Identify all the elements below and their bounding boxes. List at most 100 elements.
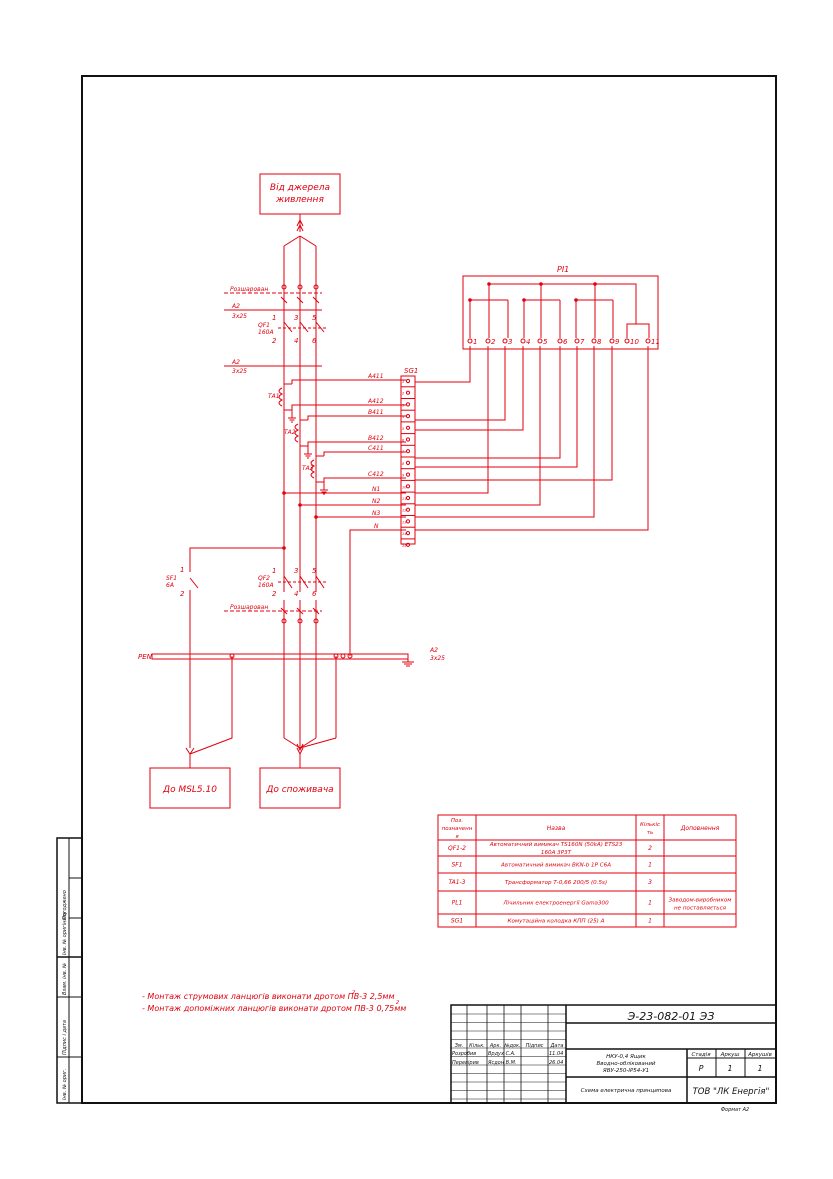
svg-text:А2: А2: [231, 359, 240, 366]
table-cell-name: 160А 3P3T: [541, 850, 572, 856]
svg-text:3х25: 3х25: [232, 313, 247, 320]
stamp-head: №док.: [503, 1043, 520, 1049]
sg-terminal: [405, 542, 411, 547]
svg-text:1: 1: [180, 566, 184, 574]
stamp-head: Дата: [550, 1043, 564, 1049]
table-header-name: Назва: [547, 825, 566, 832]
table-cell-pos: TA1-3: [448, 879, 465, 886]
ct-ta2: ТА2: [284, 415, 406, 447]
svg-text:ЯВУ-250-IP54-У1: ЯВУ-250-IP54-У1: [602, 1068, 649, 1074]
svg-text:3х25: 3х25: [232, 368, 247, 375]
table-cell-name: Автоматичний вимикач BKN-b 1P C6A: [500, 863, 611, 869]
table-cell-qty: 1: [648, 918, 652, 925]
svg-text:SF1: SF1: [166, 575, 177, 582]
svg-text:6: 6: [312, 337, 317, 345]
table-cell-name: Комутаційна колодка КПП (25) А: [508, 919, 605, 925]
side-sign: Підпис і дата: [62, 1020, 68, 1055]
meter-terminal: [537, 338, 543, 344]
side-replace: Взам. інв. №: [62, 963, 68, 995]
spec-table: Поз. позначенн я Назва Кількіс ть Доповн…: [437, 814, 737, 928]
sg-terminal: [405, 531, 411, 536]
table-cell-name: Лічильник електроенергії Gama300: [502, 901, 609, 907]
voltage-taps: [282, 491, 406, 656]
meter-terminal-label: 10: [630, 338, 639, 346]
svg-text:QF2: QF2: [258, 575, 270, 582]
sg-terminal-label: 10: [402, 485, 407, 489]
svg-text:живлення: живлення: [275, 195, 324, 205]
consumer-box: До споживача: [259, 767, 341, 809]
stamp-role: Перевірив: [452, 1060, 479, 1066]
table-cell-pos: SG1: [451, 918, 463, 925]
meter-terminal: [609, 338, 615, 344]
side-stamp: Погоджено Інв. № оригіналу Взам. інв. № …: [56, 837, 83, 1104]
wire-labels: А411 А412 В411 В412 С411 С412 N1 N2 N3 N: [367, 373, 384, 530]
consumer-cable: [189, 737, 337, 768]
cable-marker-2: А2 3х25: [224, 359, 322, 375]
meter-terminal: [624, 338, 630, 344]
stamp-date: 26.04: [549, 1060, 563, 1066]
meter-terminal-label: 4: [526, 338, 530, 346]
svg-text:До MSL5.10: До MSL5.10: [162, 785, 217, 795]
ct-grounds: [288, 410, 328, 495]
svg-text:1: 1: [272, 567, 276, 575]
svg-text:Аркушів: Аркушів: [747, 1052, 772, 1058]
disconnect-bottom: Розшарован: [224, 604, 322, 624]
svg-text:2: 2: [272, 337, 277, 345]
side-orig: Інв. № оригіналу: [62, 910, 68, 955]
table-cell-name: Трансформатор Т-0,66 200/5 (0.5s): [505, 880, 607, 886]
svg-text:2: 2: [180, 590, 185, 598]
table-cell-pos: PL1: [452, 900, 463, 907]
table-cell-qty: 1: [648, 900, 652, 907]
sg-terminal: [405, 414, 411, 419]
meter-terminal-label: 11: [651, 338, 660, 346]
svg-text:ТА2: ТА2: [284, 429, 296, 436]
svg-text:я: я: [455, 834, 459, 840]
meter-terminal-label: 5: [543, 338, 548, 346]
svg-text:ть: ть: [647, 830, 653, 836]
svg-text:А411: А411: [367, 373, 384, 380]
svg-text:С412: С412: [368, 471, 384, 478]
meter-terminal-label: 8: [597, 338, 602, 346]
sg-terminal: [405, 484, 411, 489]
meter-terminal-label: 1: [473, 338, 477, 346]
svg-text:QF1: QF1: [258, 322, 270, 329]
ct-ta3: ТА3: [302, 451, 406, 483]
svg-text:4: 4: [294, 590, 298, 598]
breaker-qf2: 1 3 5 QF2 160А 2 4 6: [258, 567, 326, 598]
stamp-person: Врдух С.А.: [488, 1051, 516, 1057]
sg-terminal-label: 11: [402, 497, 406, 501]
sg-terminal-label: 1: [402, 380, 404, 384]
meter-terminal-label: 6: [563, 338, 568, 346]
stamp-head: Кільк.: [469, 1043, 485, 1049]
sg-terminal: [405, 519, 411, 524]
svg-text:С411: С411: [368, 445, 384, 452]
source-cable: [296, 214, 304, 232]
svg-text:3: 3: [294, 567, 298, 575]
note-1: - Монтаж струмових ланцюгів виконати дро…: [142, 992, 395, 1001]
svg-text:1: 1: [272, 314, 276, 322]
svg-text:1: 1: [727, 1064, 732, 1073]
svg-text:2: 2: [272, 590, 277, 598]
pen-bus: PEN А2 3х25: [138, 647, 445, 755]
svg-text:1: 1: [757, 1064, 762, 1073]
source-box: Від джерела живлення: [259, 173, 341, 215]
sg-terminal-label: 9: [402, 474, 405, 478]
sg-terminal-label: 12: [402, 509, 407, 513]
table-cell-qty: 1: [648, 862, 652, 869]
meter-terminal-label: 2: [491, 338, 496, 346]
msls-box: До MSL5.10: [149, 767, 231, 809]
svg-text:N: N: [374, 523, 379, 530]
disconnect-top: Розшарован: [224, 284, 322, 304]
sg-terminal: [405, 472, 411, 477]
format: Формат А2: [721, 1107, 749, 1113]
table-cell-name: Автоматичний вимикач TS160N (50kA) ETS23: [489, 842, 623, 848]
org-name: ТОВ "ЛК Енергія": [693, 1087, 770, 1097]
sg-terminal: [405, 437, 411, 442]
stamp-head: Підпис: [526, 1043, 544, 1049]
note-2: - Монтаж допоміжних ланцюгів виконати др…: [142, 1004, 406, 1013]
meter-terminal: [485, 338, 491, 344]
